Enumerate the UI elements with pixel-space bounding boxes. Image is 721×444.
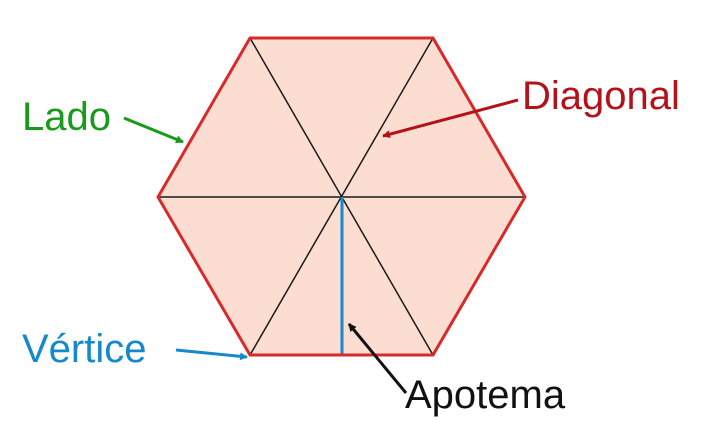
diagonal-arrow <box>382 98 519 139</box>
apothem-arrow <box>347 323 408 394</box>
vertex-label: Vértice <box>22 327 147 371</box>
side-arrow <box>123 116 184 144</box>
side-label: Lado <box>22 95 111 139</box>
vertex-arrow <box>175 348 248 361</box>
apothem-label: Apotema <box>405 373 566 417</box>
hexagon-outline <box>156 36 527 357</box>
diagonal-label: Diagonal <box>522 74 680 118</box>
